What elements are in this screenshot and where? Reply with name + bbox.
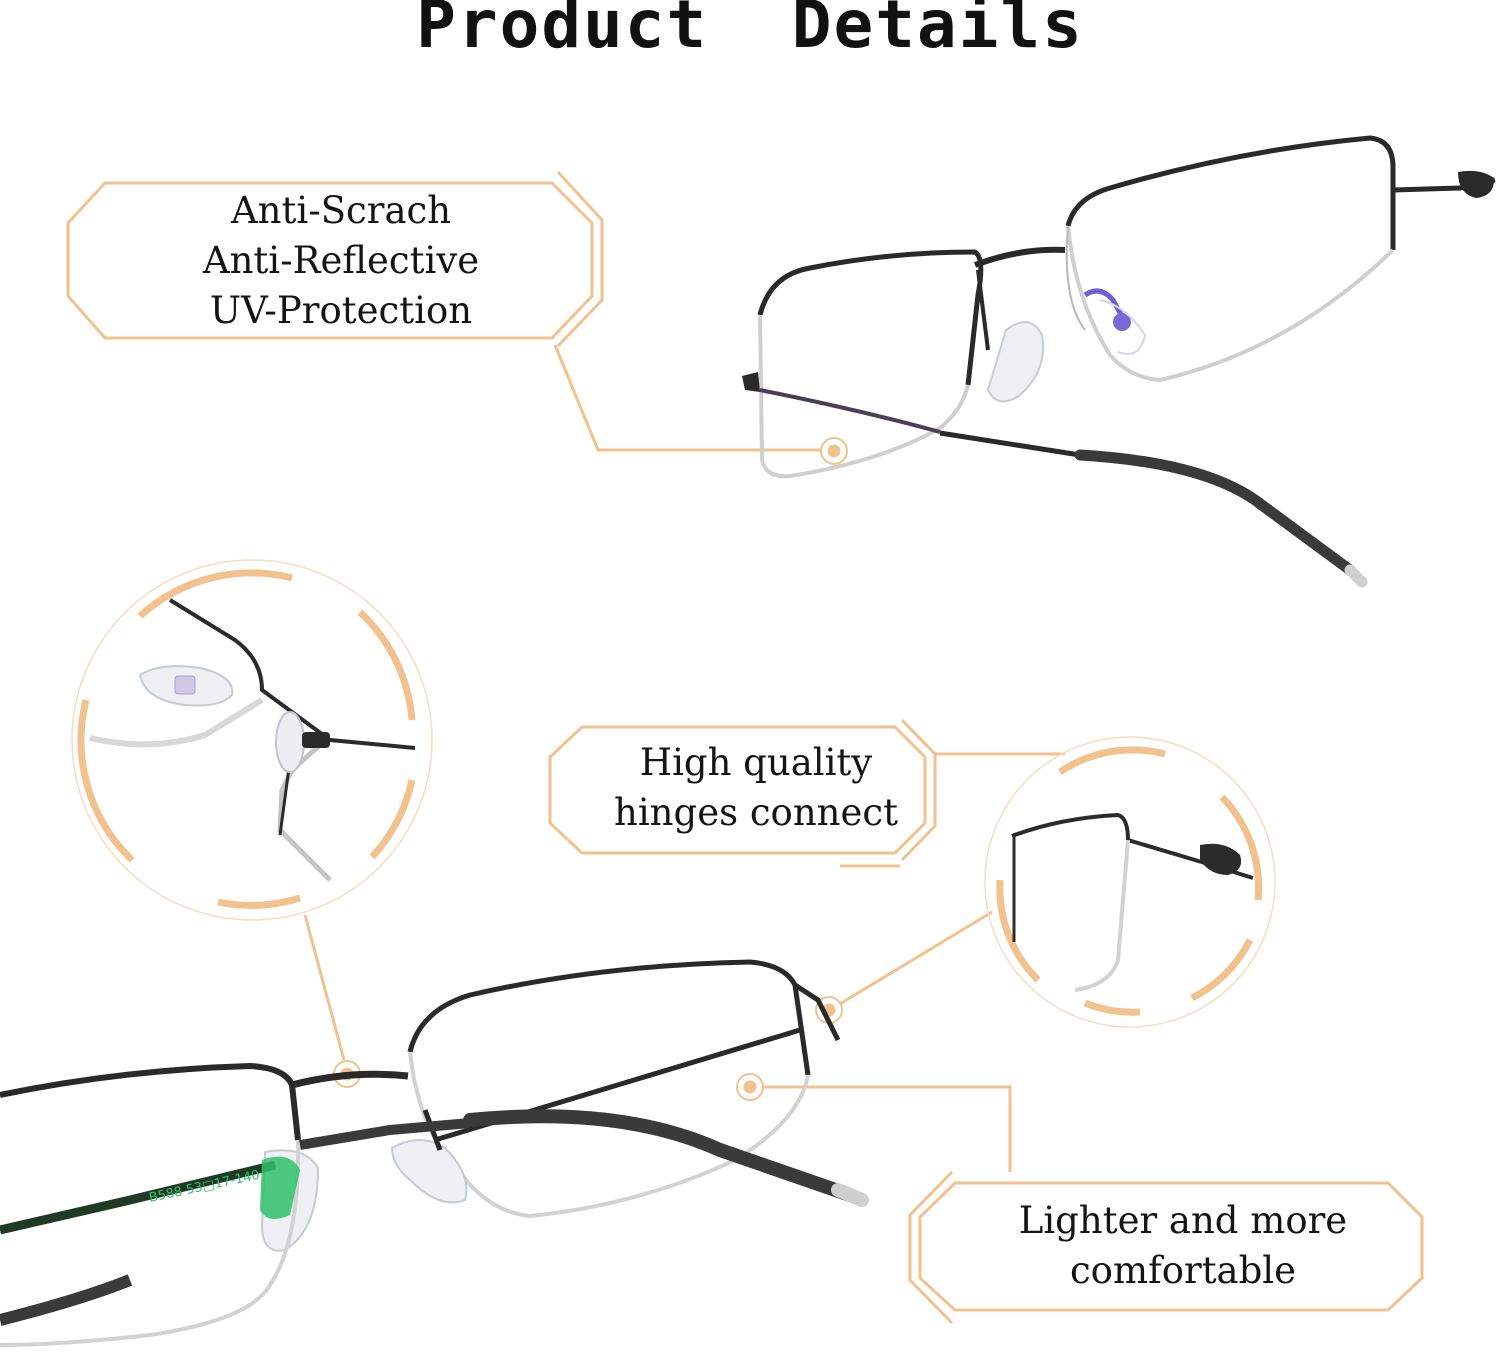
callout-line: hinges connect [614, 791, 898, 834]
nose-pad-detail-circle [71, 559, 433, 921]
weight-callout-dot [743, 1080, 757, 1094]
weight-callout-frame [762, 1085, 1424, 1325]
weight-callout: Lighter and more comfortable [920, 1196, 1446, 1296]
lens-coatings-callout: Anti-Scrach Anti-Reflective UV-Protectio… [68, 186, 614, 336]
callout-line: High quality [639, 741, 873, 784]
lens-callout-dot [827, 444, 841, 458]
page-title: Product Details [416, 0, 1084, 63]
top-glasses-image [742, 135, 1496, 588]
temple-marking: B588 53□17-140 [148, 1168, 261, 1206]
bridge-callout-line [303, 914, 346, 1061]
callout-line: Lighter and more [1018, 1199, 1348, 1242]
hinge-detail-circle [984, 736, 1276, 1028]
hinge-callout-frame [548, 718, 1065, 1007]
callout-line: Anti-Scrach [230, 189, 452, 232]
hinges-callout: High quality hinges connect [550, 738, 962, 838]
bottom-glasses-image: B588 53□17-140 [0, 959, 869, 1347]
callout-line: Anti-Reflective [202, 239, 480, 282]
lens-callout-frame [66, 170, 828, 452]
callout-line: comfortable [1069, 1249, 1297, 1292]
callout-line: UV-Protection [209, 289, 473, 332]
